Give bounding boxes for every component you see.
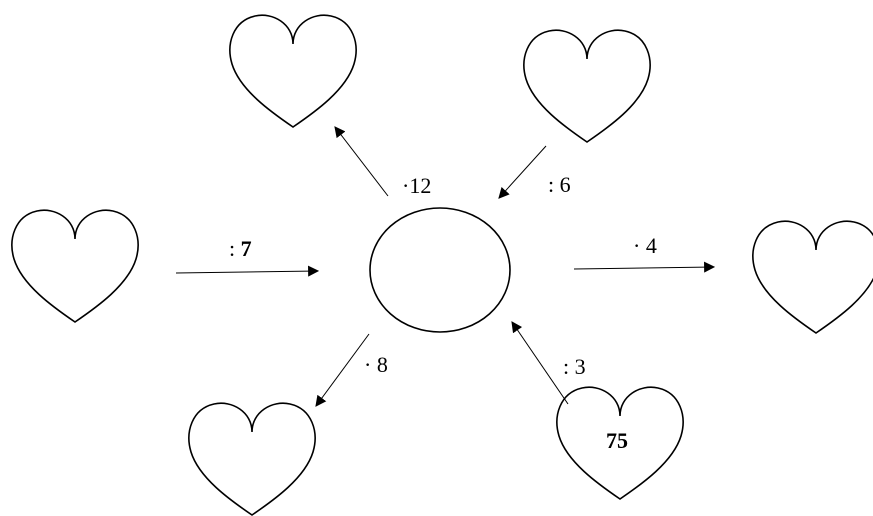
- arrow-to-bottom-left: [315, 333, 370, 407]
- heart-bottom-left: [188, 402, 316, 516]
- arrow-to-top-left: [334, 126, 389, 197]
- op-label-left-value: 7: [241, 236, 252, 261]
- op-label-left: : 7: [229, 236, 252, 261]
- heart-left: [11, 209, 139, 323]
- heart-bottom-right: [556, 386, 684, 500]
- op-label-top-right: : 6: [548, 172, 571, 197]
- heart-value-bottom-right: 75: [606, 428, 628, 453]
- op-label-bottom-right: : 3: [563, 354, 586, 379]
- arrow-from-left: [175, 265, 320, 277]
- heart-top-right: [523, 29, 651, 143]
- arrow-to-right: [573, 261, 716, 273]
- op-label-top-left: ·12: [402, 173, 431, 198]
- op-label-right: · 4: [633, 233, 657, 258]
- arrow-from-top-right: [498, 145, 547, 199]
- op-label-bottom-left: · 8: [364, 352, 388, 377]
- heart-top-left: [229, 14, 357, 128]
- center-circle: [369, 207, 511, 333]
- op-label-left-prefix: :: [229, 236, 241, 261]
- arrow-from-bottom-right: [511, 321, 569, 405]
- heart-right: [752, 220, 873, 334]
